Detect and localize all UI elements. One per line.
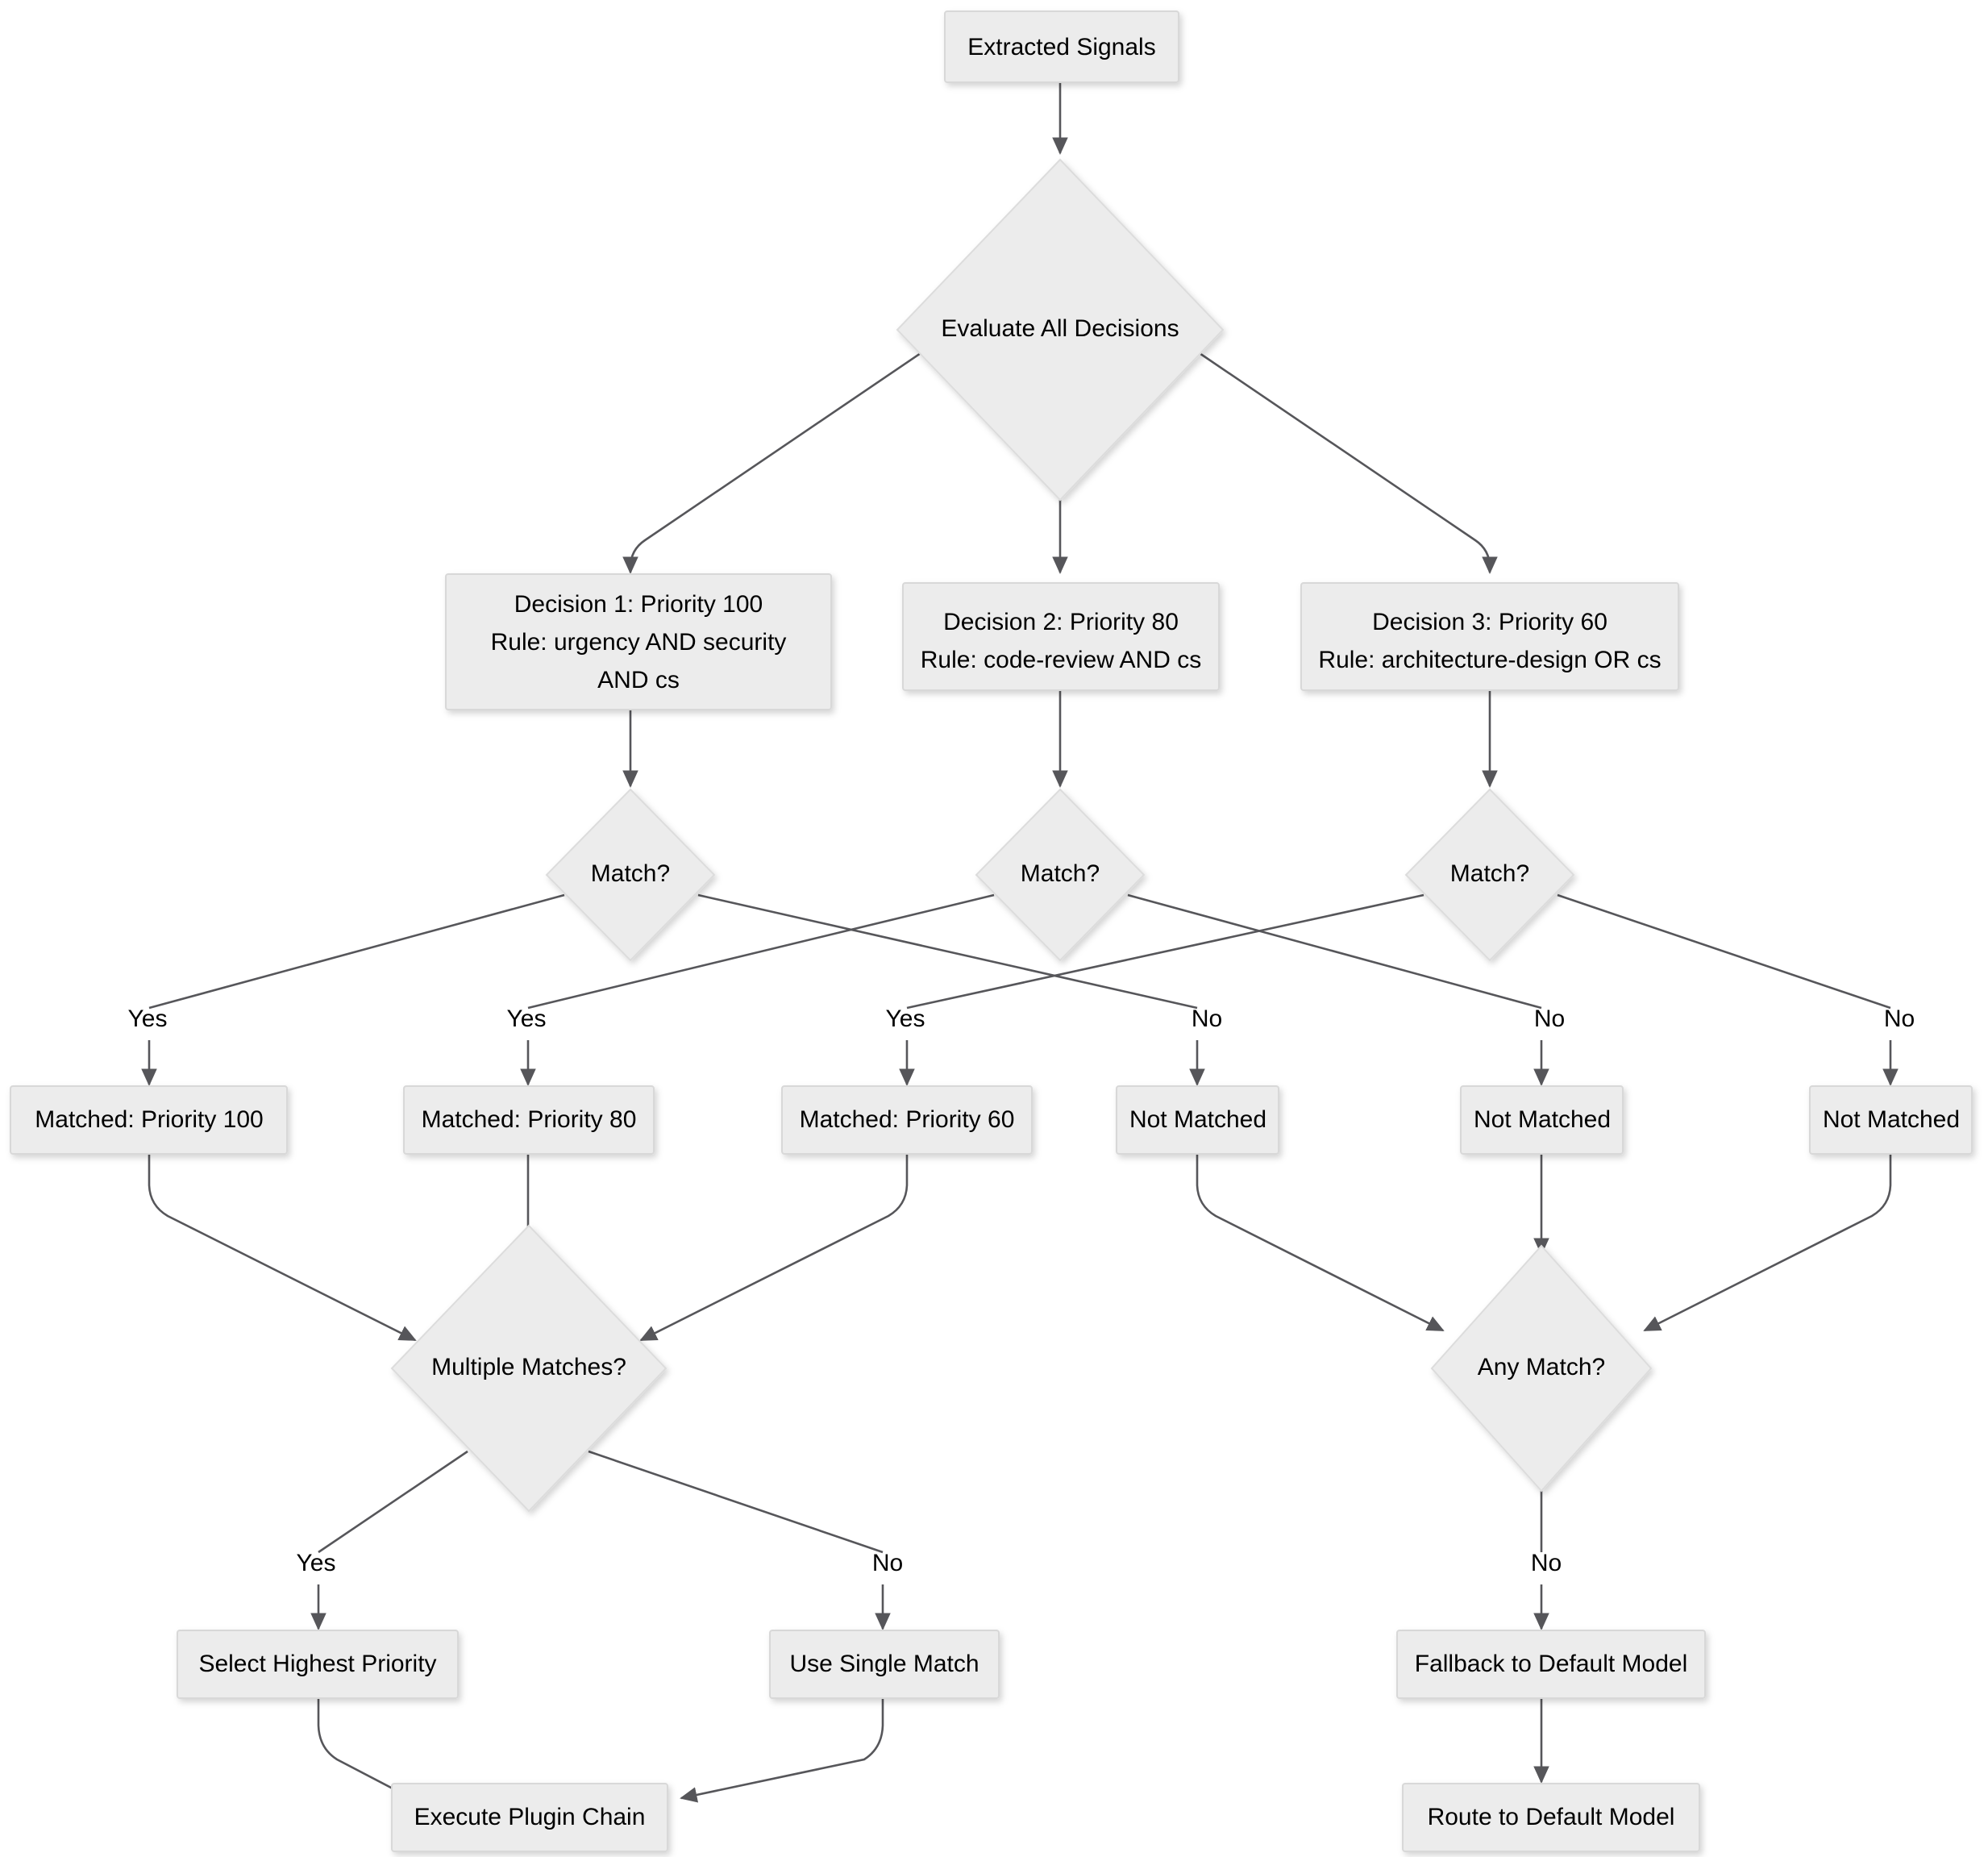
node-decision-1-line3: AND cs	[597, 667, 680, 693]
edge-notmatched3-to-anymatch	[1643, 1153, 1892, 1332]
edge-match1-no	[697, 893, 1198, 1010]
node-not-matched-2-label: Not Matched	[1474, 1106, 1611, 1133]
node-use-single-match-label: Use Single Match	[789, 1651, 979, 1677]
node-decision-2[interactable]: Decision 2: Priority 80 Rule: code-revie…	[902, 582, 1220, 691]
edge-multiple-no	[588, 1450, 884, 1554]
node-select-highest-priority-label: Select Highest Priority	[198, 1651, 436, 1677]
node-match-3[interactable]: Match?	[1404, 788, 1575, 962]
edge-label-match3-no: No	[1884, 1006, 1915, 1032]
edge-match2-yes	[527, 893, 995, 1010]
node-execute-plugin-chain-label: Execute Plugin Chain	[414, 1804, 646, 1830]
node-decision-1[interactable]: Decision 1: Priority 100 Rule: urgency A…	[445, 573, 832, 710]
node-extracted-signals-label: Extracted Signals	[967, 34, 1155, 60]
edge-matched60-to-multiple	[639, 1153, 909, 1342]
node-any-match[interactable]: Any Match?	[1430, 1244, 1653, 1493]
node-multiple-matches-label: Multiple Matches?	[431, 1354, 626, 1380]
node-decision-1-line1: Decision 1: Priority 100	[514, 591, 763, 618]
edge-multiple-yes	[318, 1450, 468, 1554]
node-route-default-model-label: Route to Default Model	[1428, 1804, 1675, 1830]
node-evaluate-all-decisions[interactable]: Evaluate All Decisions	[896, 158, 1225, 502]
edge-label-multiple-yes: Yes	[297, 1550, 336, 1576]
node-decision-2-line1: Decision 2: Priority 80	[943, 609, 1179, 635]
edge-label-match3-yes: Yes	[886, 1006, 925, 1032]
node-execute-plugin-chain[interactable]: Execute Plugin Chain	[391, 1783, 668, 1852]
node-evaluate-all-decisions-label: Evaluate All Decisions	[941, 315, 1179, 342]
node-select-highest-priority[interactable]: Select Highest Priority	[177, 1630, 459, 1699]
node-matched-100[interactable]: Matched: Priority 100	[10, 1085, 288, 1155]
node-matched-80[interactable]: Matched: Priority 80	[403, 1085, 655, 1155]
edge-evaluate-to-decision3	[1194, 348, 1498, 574]
edge-match3-yes	[906, 893, 1424, 1010]
edge-label-layer: Yes Yes Yes No No No Yes No No	[128, 1006, 1915, 1576]
node-not-matched-2[interactable]: Not Matched	[1460, 1085, 1624, 1155]
edge-matched100-to-multiple	[148, 1153, 417, 1342]
node-matched-100-label: Matched: Priority 100	[35, 1106, 263, 1133]
node-match-2-label: Match?	[1021, 860, 1100, 887]
edge-match3-no	[1557, 893, 1891, 1010]
node-match-1-label: Match?	[591, 860, 670, 887]
edge-evaluate-to-decision1	[622, 348, 926, 574]
node-decision-3-line2: Rule: architecture-design OR cs	[1318, 647, 1661, 673]
edge-label-match2-yes: Yes	[507, 1006, 547, 1032]
node-extracted-signals[interactable]: Extracted Signals	[944, 10, 1179, 83]
edge-notmatched1-to-anymatch	[1196, 1153, 1445, 1332]
edge-label-multiple-no: No	[872, 1550, 903, 1576]
node-decision-3-line1: Decision 3: Priority 60	[1372, 609, 1607, 635]
node-fallback-default-model[interactable]: Fallback to Default Model	[1396, 1630, 1706, 1699]
node-decision-1-line2: Rule: urgency AND security	[491, 629, 787, 656]
node-not-matched-1[interactable]: Not Matched	[1116, 1085, 1279, 1155]
edge-label-match1-yes: Yes	[128, 1006, 168, 1032]
edge-match2-no	[1127, 893, 1542, 1010]
node-decision-3[interactable]: Decision 3: Priority 60 Rule: architectu…	[1300, 582, 1679, 691]
node-matched-60[interactable]: Matched: Priority 60	[781, 1085, 1033, 1155]
node-route-default-model[interactable]: Route to Default Model	[1402, 1783, 1700, 1852]
edge-select-to-execute	[317, 1697, 413, 1800]
node-multiple-matches[interactable]: Multiple Matches?	[390, 1224, 668, 1513]
node-not-matched-3[interactable]: Not Matched	[1809, 1085, 1973, 1155]
edge-label-match1-no: No	[1192, 1006, 1222, 1032]
node-match-3-label: Match?	[1450, 860, 1529, 887]
node-not-matched-3-label: Not Matched	[1823, 1106, 1960, 1133]
edge-label-match2-no: No	[1534, 1006, 1565, 1032]
edge-label-anymatch-no: No	[1531, 1550, 1562, 1576]
node-match-1[interactable]: Match?	[545, 788, 716, 962]
node-layer: Extracted Signals Evaluate All Decisions…	[10, 10, 1973, 1852]
edge-usesingle-to-execute	[680, 1697, 884, 1803]
node-matched-60-label: Matched: Priority 60	[800, 1106, 1015, 1133]
node-fallback-default-model-label: Fallback to Default Model	[1415, 1651, 1688, 1677]
node-use-single-match[interactable]: Use Single Match	[769, 1630, 1000, 1699]
node-not-matched-1-label: Not Matched	[1129, 1106, 1266, 1133]
edge-layer	[141, 81, 1899, 1803]
node-match-2[interactable]: Match?	[975, 788, 1146, 962]
node-matched-80-label: Matched: Priority 80	[422, 1106, 637, 1133]
node-decision-2-line2: Rule: code-review AND cs	[921, 647, 1201, 673]
edge-match1-yes	[148, 893, 565, 1010]
node-any-match-label: Any Match?	[1478, 1354, 1605, 1380]
